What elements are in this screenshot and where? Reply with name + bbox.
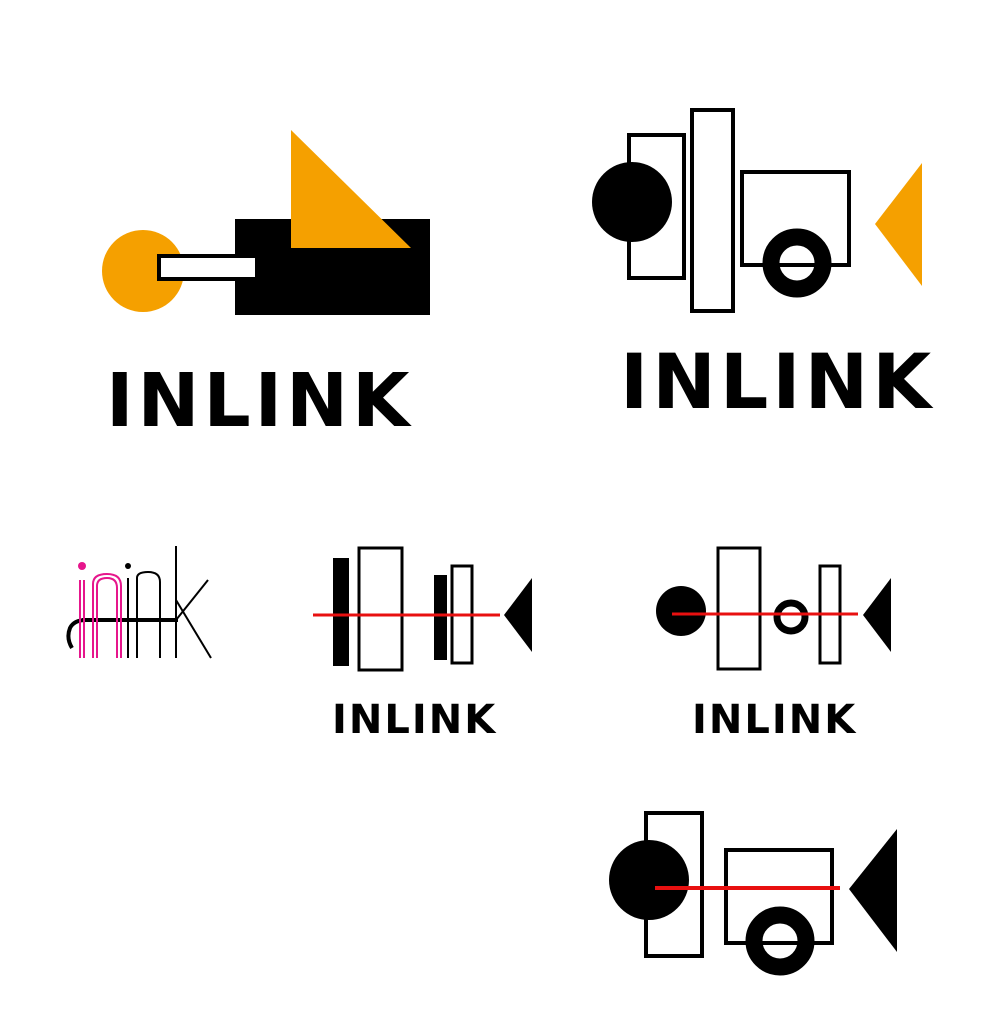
logo-4-mark-icon [313, 546, 532, 672]
logo-2-mark-icon [592, 108, 922, 313]
logo-variant-4: INLINK [0, 0, 560, 760]
logo-variant-3 [0, 0, 260, 700]
logo-1-mark-icon [102, 130, 430, 315]
logo-variant-1: INLINK [0, 0, 500, 460]
logo-variant-2: INLINK [0, 0, 1000, 460]
logo-4-wordmark: INLINK [332, 697, 498, 743]
logo-5-mark-icon [656, 546, 891, 671]
logo-2-wordmark: INLINK [620, 337, 936, 426]
logo-variant-5: INLINK [656, 546, 891, 743]
logo-3-script-icon [66, 546, 212, 659]
logo-1-wordmark: INLINK [106, 358, 414, 444]
logo-5-wordmark: INLINK [692, 697, 858, 743]
